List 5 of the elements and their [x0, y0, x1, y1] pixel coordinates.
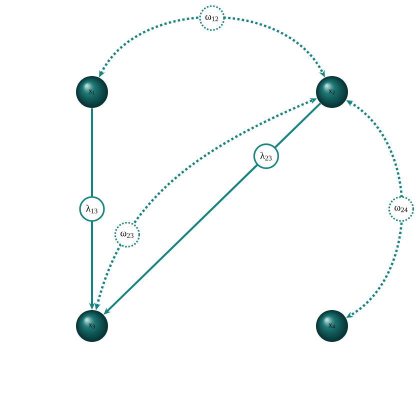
edge-label: λ$_{23}$ [253, 143, 279, 169]
edge-label: ω$_{23}$ [114, 222, 140, 248]
edge-label: ω$_{24}$ [388, 196, 414, 222]
edge-label: ω$_{12}$ [199, 5, 225, 31]
edge-label: λ$_{13}$ [79, 196, 105, 222]
